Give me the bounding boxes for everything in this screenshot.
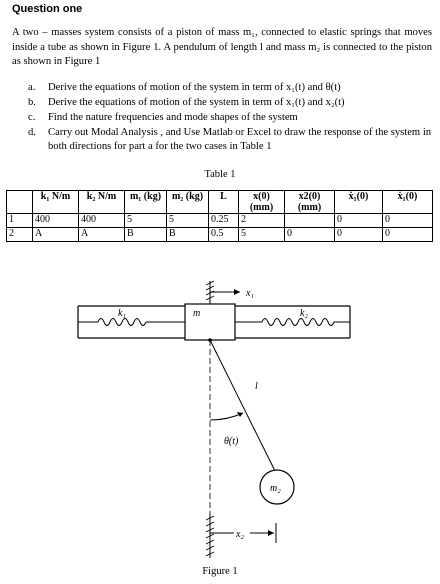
task-text: Find the nature frequencies and mode sha… <box>48 112 298 123</box>
pendulum-bob <box>259 469 295 505</box>
table-cell: 0 <box>334 227 383 242</box>
table-header-cell: ẋ₁(0) <box>334 190 383 214</box>
x2-label: x₂ <box>235 529 244 540</box>
table-header-cell: k₂ N/m <box>78 190 125 214</box>
task-text: Carry out Modal Analysis , and Use Matla… <box>48 127 432 152</box>
x1-reference-marker <box>205 280 240 304</box>
parameter-table: k₁ N/m k₂ N/m m₁ (kg) m₂ (kg) L x(0) (mm… <box>6 190 433 242</box>
table-cell: 400 <box>32 213 79 228</box>
table-cell: 2 <box>6 227 33 242</box>
table-cell: 400 <box>78 213 125 228</box>
table-header-cell: k₁ N/m <box>32 190 79 214</box>
theta-arrowhead <box>237 412 243 417</box>
task-marker: c. <box>28 112 36 123</box>
table-cell: 0 <box>382 213 433 228</box>
table-cell: 0.25 <box>208 213 239 228</box>
bob-mass-label: m₂ <box>270 483 281 494</box>
task-item-b: b. Derive the equations of motion of the … <box>28 96 432 110</box>
table-cell <box>284 213 335 228</box>
task-item-a: a. Derive the equations of motion of the … <box>28 81 432 95</box>
table-header-cell: x(0) (mm) <box>238 190 285 214</box>
table-header-cell: m₁ (kg) <box>124 190 167 214</box>
piston-mass-label: m <box>193 308 200 319</box>
pendulum-rod <box>209 339 276 472</box>
question-heading: Question one <box>12 3 83 15</box>
table-row: 1 400 400 5 5 0.25 2 0 0 <box>6 213 433 228</box>
x2-reference-marker <box>205 514 277 558</box>
table-header-cell: L <box>208 190 239 214</box>
task-marker: d. <box>28 127 36 138</box>
table-cell: 0 <box>382 227 433 242</box>
table-cell: 0.5 <box>208 227 239 242</box>
k2-label: k₂ <box>300 308 308 319</box>
task-marker: a. <box>28 82 36 93</box>
table-cell: 1 <box>6 213 33 228</box>
table-cell: 5 <box>124 213 167 228</box>
table-cell: 0 <box>284 227 335 242</box>
k1-label: k₁ <box>118 308 126 319</box>
task-item-d: d. Carry out Modal Analysis , and Use Mat… <box>28 126 432 154</box>
task-marker: b. <box>28 97 36 108</box>
figure-1-diagram: k₁ m k₂ x₁ l θ(t) m₂ <box>77 280 351 558</box>
table-header-cell <box>6 190 33 214</box>
table-header-cell: x2(0) (mm) <box>284 190 335 214</box>
table-header-row: k₁ N/m k₂ N/m m₁ (kg) m₂ (kg) L x(0) (mm… <box>6 190 433 214</box>
table-cell: 0 <box>334 213 383 228</box>
task-text: Derive the equations of motion of the sy… <box>48 97 345 108</box>
spring-k1-icon <box>78 318 185 326</box>
length-label: l <box>255 381 258 392</box>
table-cell: 2 <box>238 213 285 228</box>
table-cell: A <box>78 227 125 242</box>
table-cell: 5 <box>166 213 209 228</box>
figure-caption: Figure 1 <box>202 566 238 577</box>
table-cell: B <box>124 227 167 242</box>
task-item-c: c. Find the nature frequencies and mode s… <box>28 111 432 125</box>
problem-statement: A two – masses system consists of a pist… <box>12 27 432 67</box>
x1-label: x₁ <box>245 288 254 299</box>
table-caption: Table 1 <box>204 169 236 180</box>
table-cell: A <box>32 227 79 242</box>
task-text: Derive the equations of motion of the sy… <box>48 82 341 93</box>
spring-k2-icon <box>235 318 350 326</box>
table-header-cell: ẋ₁(0) <box>382 190 433 214</box>
table-row: 2 A A B B 0.5 5 0 0 0 <box>6 227 433 242</box>
theta-arc <box>209 412 244 421</box>
table-header-cell: m₂ (kg) <box>166 190 209 214</box>
task-list: a. Derive the equations of motion of the … <box>28 81 432 155</box>
table-cell: 5 <box>238 227 285 242</box>
pendulum-pivot <box>208 338 212 342</box>
table-cell: B <box>166 227 209 242</box>
theta-label: θ(t) <box>224 436 239 447</box>
